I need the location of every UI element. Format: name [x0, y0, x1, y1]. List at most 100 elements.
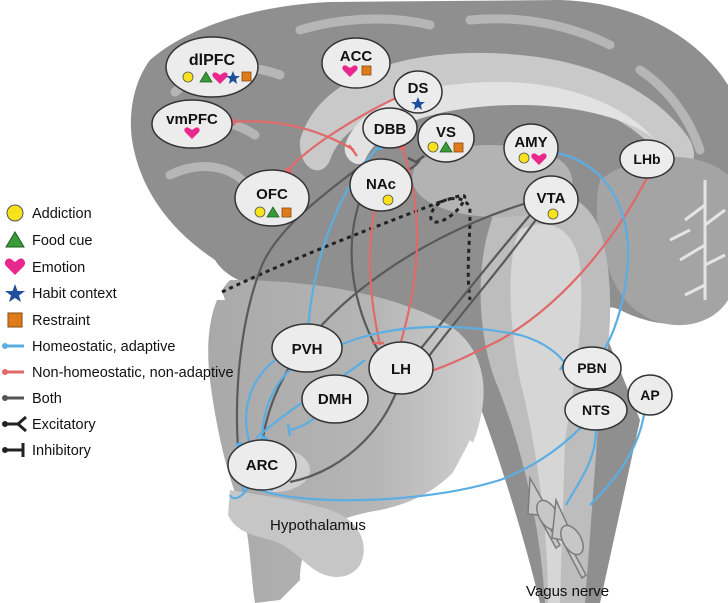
line-dot-icon — [2, 369, 8, 375]
node-vs-label: VS — [436, 124, 456, 141]
legend-label: Habit context — [32, 286, 117, 302]
red-line-ds-ofc — [287, 95, 401, 171]
line-dot-icon — [2, 343, 8, 349]
hypothalamus-label: Hypothalamus — [270, 517, 366, 534]
node-ofc[interactable]: OFC — [234, 169, 310, 227]
addiction-icon — [547, 208, 559, 220]
blue-line-arc-pvh — [260, 364, 297, 441]
legend-label: Inhibitory — [32, 443, 92, 459]
node-lhb[interactable]: LHb — [619, 139, 675, 179]
node-ofc-label: OFC — [256, 186, 288, 203]
node-arc[interactable]: ARC — [227, 439, 297, 491]
both-line-vta-lh — [417, 207, 537, 353]
legend-item-habit-context: Habit context — [5, 284, 117, 302]
node-acc-bubble — [321, 37, 391, 89]
node-nts[interactable]: NTS — [564, 389, 628, 431]
node-dbb-label: DBB — [374, 121, 407, 138]
line-dot-icon — [2, 447, 8, 453]
node-pbn-label: PBN — [577, 360, 607, 376]
vagus-nerve-label: Vagus nerve — [526, 583, 609, 600]
restraint-icon — [241, 71, 252, 82]
node-ap-bubble — [627, 374, 673, 416]
lower-left-white — [0, 300, 225, 603]
blue-line-amy-pbn — [551, 150, 630, 351]
cerebellum — [596, 156, 728, 326]
food-cue-icon — [439, 141, 453, 153]
legend-item-inhibitory: Inhibitory — [2, 443, 92, 459]
blue-line-arc-nts — [259, 417, 591, 502]
food-cue-icon — [266, 206, 280, 218]
both-line-nac-lh — [350, 199, 379, 351]
node-lhb-label: LHb — [633, 151, 660, 167]
node-amy[interactable]: AMY — [503, 123, 559, 173]
restraint-icon — [361, 65, 372, 76]
node-amy-label: AMY — [514, 134, 547, 151]
heart-icon — [4, 258, 26, 275]
node-lh-bubble — [368, 341, 434, 395]
legend-label: Restraint — [32, 313, 90, 329]
legend: Addiction Food cue Emotion Habit context… — [2, 204, 234, 459]
inhibitory-terminal — [286, 423, 292, 437]
legend-label: Homeostatic, adaptive — [32, 339, 175, 355]
node-lhb-bubble — [619, 139, 675, 179]
emotion-icon — [184, 127, 200, 139]
both-line-vta-arc — [260, 200, 531, 446]
legend-item-emotion: Emotion — [4, 258, 85, 276]
node-acc-label: ACC — [340, 48, 373, 65]
emotion-icon — [342, 65, 358, 77]
line-dot-icon — [2, 395, 8, 401]
node-ds[interactable]: DS — [393, 70, 443, 114]
node-vs[interactable]: VS — [417, 113, 475, 163]
addiction-icon — [182, 71, 194, 83]
node-nac-label: NAc — [366, 176, 396, 193]
legend-label: Addiction — [32, 206, 92, 222]
habit-context-icon — [411, 97, 425, 110]
node-vmpfc[interactable]: vmPFC — [151, 99, 233, 149]
food-cue-icon — [199, 71, 213, 83]
blue-line-ap-vagus — [589, 407, 647, 506]
red-line-dbb-lh — [398, 147, 419, 346]
node-pbn[interactable]: PBN — [562, 346, 622, 390]
line-dot-icon — [2, 421, 8, 427]
vagus-neurons — [527, 475, 587, 580]
blue-line-pvh-pbn — [339, 325, 567, 366]
node-pvh-label: PVH — [292, 341, 323, 358]
brainstem-core — [510, 224, 582, 603]
restraint-icon — [281, 207, 292, 218]
legend-item-food-cue: Food cue — [5, 231, 92, 249]
node-vmpfc-label: vmPFC — [166, 111, 218, 128]
legend-item-homeostatic: Homeostatic, adaptive — [2, 339, 175, 355]
triangle-icon — [5, 231, 25, 248]
node-acc[interactable]: ACC — [321, 37, 391, 89]
node-nts-bubble — [564, 389, 628, 431]
node-dbb[interactable]: DBB — [362, 107, 418, 149]
addiction-icon — [427, 141, 439, 153]
node-lh[interactable]: LH — [368, 341, 434, 395]
legend-item-non-homeostatic: Non-homeostatic, non-adaptive — [2, 365, 234, 381]
node-vta-label: VTA — [537, 190, 566, 207]
blue-line-nts-vagus — [565, 429, 598, 506]
red-line-nac-lh — [368, 197, 382, 346]
addiction-icon — [382, 194, 394, 206]
node-vta[interactable]: VTA — [523, 175, 579, 225]
node-ds-bubble — [393, 70, 443, 114]
node-vta-bubble — [523, 175, 579, 225]
node-nts-label: NTS — [582, 402, 610, 418]
node-nac[interactable]: NAc — [349, 158, 413, 212]
habit-context-icon — [226, 71, 240, 84]
node-dlpfc[interactable]: dlPFC — [165, 36, 259, 98]
legend-label: Food cue — [32, 233, 92, 249]
emotion-icon — [212, 72, 228, 84]
node-dmh[interactable]: DMH — [301, 374, 369, 424]
node-pvh[interactable]: PVH — [271, 323, 343, 373]
node-ap-label: AP — [640, 387, 659, 403]
node-amy-bubble — [503, 123, 559, 173]
lower-mid-white — [370, 440, 530, 603]
pituitary-stalk — [228, 490, 364, 577]
legend-item-excitatory: Excitatory — [2, 415, 96, 433]
legend-label: Non-homeostatic, non-adaptive — [32, 365, 234, 381]
both-line-vta-lh2 — [419, 213, 541, 369]
node-ap[interactable]: AP — [627, 374, 673, 416]
